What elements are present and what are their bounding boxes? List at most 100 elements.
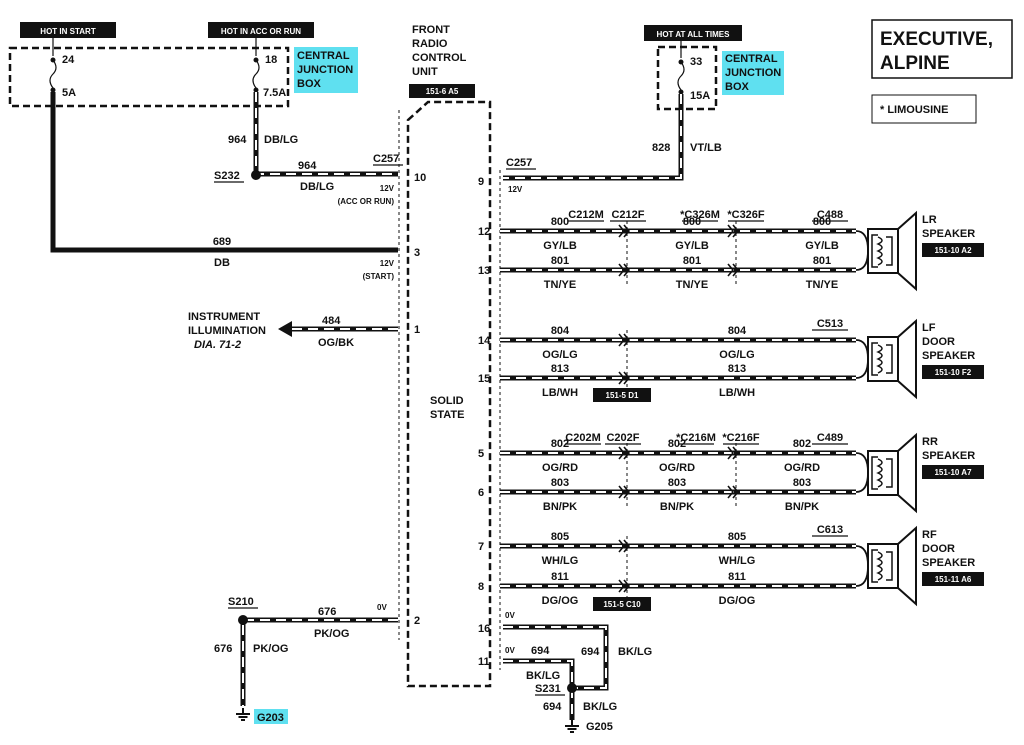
wire-804-color: OG/LG	[719, 349, 754, 361]
wire-805-number: 805	[728, 531, 746, 543]
pin-12: 12	[478, 226, 490, 238]
fuse-18-number: 18	[265, 54, 277, 66]
fuse-33-rating: 15A	[690, 90, 710, 102]
hot-in-start-label-bg	[20, 22, 116, 38]
wire-811-color: DG/OG	[719, 595, 756, 607]
speaker-label-rf-2: SPEAKER	[922, 557, 975, 569]
wire-800-color: GY/LB	[543, 240, 577, 252]
wire-802-number: 802	[551, 438, 569, 450]
pin-10: 10	[414, 172, 426, 184]
ground-icon-g205	[564, 719, 580, 733]
pin-14: 14	[478, 335, 491, 347]
hot-in-start-label: HOT IN START	[40, 27, 96, 36]
wire-803-number: 803	[668, 477, 686, 489]
wire-689-color: DB	[214, 257, 230, 269]
wire-828-color: VT/LB	[690, 142, 722, 154]
wire-694-color-g: BK/LG	[583, 701, 617, 713]
c257-right-label: C257	[506, 157, 532, 169]
wire-484-number: 484	[322, 315, 341, 327]
v0-pin16-label: 0V	[505, 611, 515, 620]
hot-in-acc-run-label-bg	[208, 22, 314, 38]
g203-label: G203	[257, 712, 284, 724]
wire-804-number: 804	[551, 325, 570, 337]
start-label: (START)	[363, 272, 395, 281]
wire-689-number: 689	[213, 236, 231, 248]
speaker-groups: 1213800GY/LB801TN/YE800GY/LB801TN/YE800G…	[478, 209, 984, 611]
s232-label: S232	[214, 170, 240, 182]
cjb-label-line2: JUNCTION	[297, 64, 353, 76]
wire-813-color: LB/WH	[542, 387, 578, 399]
unit-label-radio: RADIO	[412, 38, 448, 50]
wire-805-number: 805	[551, 531, 569, 543]
speaker-icon-lf	[867, 320, 917, 398]
wire-802-color: OG/RD	[542, 462, 578, 474]
pin-8: 8	[478, 581, 484, 593]
splice-s232	[251, 170, 261, 180]
wire-803-color: BN/PK	[785, 501, 819, 513]
footnote-box	[871, 94, 977, 124]
ref-151-5-d1-bg	[593, 388, 651, 402]
pin-1: 1	[414, 324, 420, 336]
wire-803-color: BN/PK	[543, 501, 577, 513]
connector-c216m: *C216M	[676, 432, 716, 444]
pin-11: 11	[478, 656, 490, 668]
g203-label-bg	[254, 709, 288, 724]
unit-label-unit: UNIT	[412, 66, 438, 78]
wire-805-color: WH/LG	[542, 555, 579, 567]
connector-c212f: C212F	[611, 209, 644, 221]
hot-in-acc-run-label: HOT IN ACC OR RUN	[221, 27, 301, 36]
unit-ref-bg	[409, 84, 475, 98]
footnote-text: * LIMOUSINE	[880, 104, 948, 116]
central-junction-box-right	[656, 45, 718, 111]
ref-151-5-c10-bg	[593, 597, 651, 611]
wire-694-number-h: 694	[531, 645, 550, 657]
speaker-icon-rr	[867, 434, 917, 512]
connector-c202m: C202M	[565, 432, 600, 444]
speaker-ref-lf-bg	[922, 365, 984, 379]
wire-689	[50, 92, 398, 253]
cjb-label-bg-left	[294, 47, 358, 93]
speaker-label-lr-0: LR	[922, 214, 937, 226]
pin-7: 7	[478, 541, 484, 553]
wire-801-color: TN/YE	[676, 279, 708, 291]
speaker-label-lr-1: SPEAKER	[922, 228, 975, 240]
connector-c489: C489	[817, 432, 843, 444]
wire-676-color-v: PK/OG	[253, 643, 288, 655]
speaker-icon-rf	[867, 527, 917, 605]
wire-803-number: 803	[551, 477, 569, 489]
wire-800-number: 800	[813, 216, 831, 228]
wire-802-number: 802	[668, 438, 686, 450]
speaker-ref-lr-bg	[922, 243, 984, 257]
speaker-label-lf-0: LF	[922, 322, 936, 334]
wire-484-color: OG/BK	[318, 337, 354, 349]
wire-801-number: 801	[551, 255, 569, 267]
unit-label-control: CONTROL	[412, 52, 467, 64]
ref-151-5-d1: 151-5 D1	[606, 391, 639, 400]
wire-802-number: 802	[793, 438, 811, 450]
pin-6: 6	[478, 487, 484, 499]
title-line2: ALPINE	[880, 53, 950, 74]
wire-805-color: WH/LG	[719, 555, 756, 567]
instrument-label: INSTRUMENT	[188, 311, 260, 323]
wire-804-color: OG/LG	[542, 349, 577, 361]
v0-left-label: 0V	[377, 603, 387, 612]
wire-964-color-h: DB/LG	[300, 181, 334, 193]
state-label: STATE	[430, 409, 464, 421]
wire-800-number: 800	[551, 216, 569, 228]
speaker-ref-rr-bg	[922, 465, 984, 479]
wire-802-color: OG/RD	[784, 462, 820, 474]
cjb-right-line3: BOX	[725, 81, 750, 93]
solid-label: SOLID	[430, 395, 464, 407]
connector-c202f: C202F	[606, 432, 639, 444]
ref-151-5-c10: 151-5 C10	[603, 600, 641, 609]
speaker-label-lf-1: DOOR	[922, 336, 955, 348]
wire-813-number: 813	[728, 363, 746, 375]
wire-676-color-h: PK/OG	[314, 628, 349, 640]
wire-800-color: GY/LB	[805, 240, 839, 252]
c257-left-label: C257	[373, 153, 399, 165]
fuse-18-rating: 7.5A	[263, 87, 286, 99]
speaker-icon-lr	[867, 212, 917, 290]
front-radio-control-unit	[406, 100, 492, 688]
connector-c513: C513	[817, 318, 843, 330]
